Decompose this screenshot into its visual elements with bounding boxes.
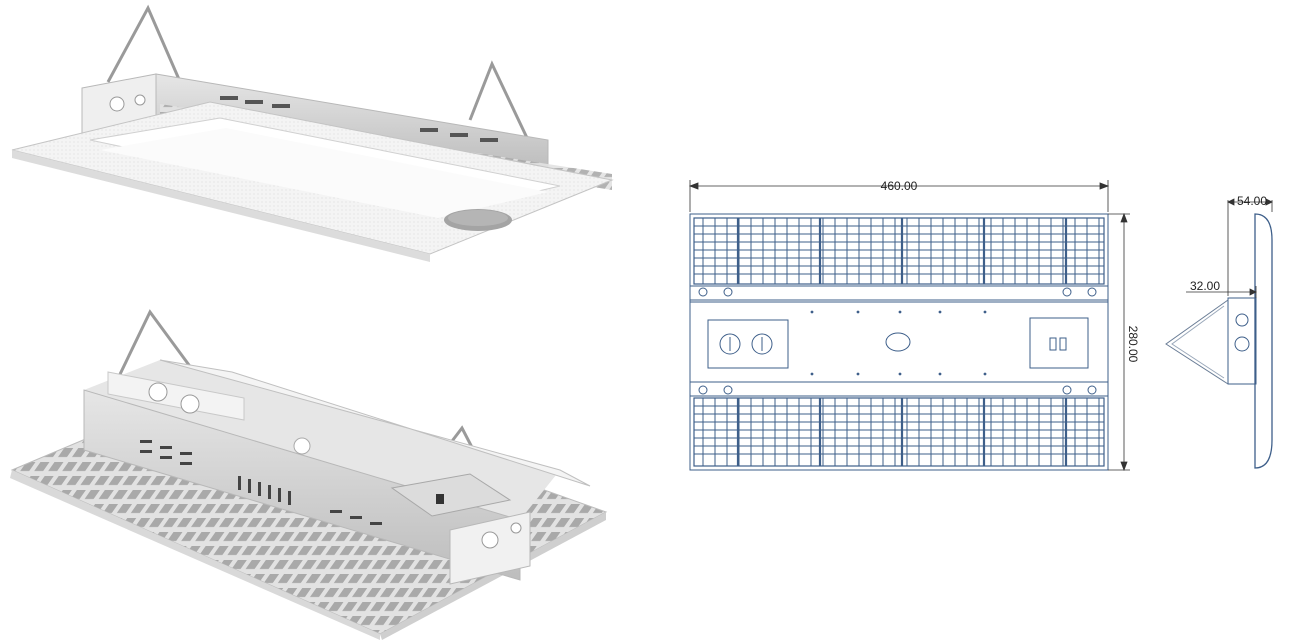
side-elevation-drawing bbox=[1165, 213, 1273, 469]
front-elevation-drawing bbox=[689, 213, 1109, 471]
render-bottom-view bbox=[10, 309, 608, 640]
height-dimension-label: 280.00 bbox=[1126, 326, 1140, 363]
dimension-lines-side bbox=[1186, 198, 1273, 298]
depth-dimension-label: 54.00 bbox=[1237, 194, 1267, 208]
bracket-dimension-label: 32.00 bbox=[1190, 279, 1220, 293]
upper-fin-grid bbox=[693, 217, 1105, 285]
render-top-view bbox=[11, 4, 614, 262]
width-dimension-label: 460.00 bbox=[881, 179, 918, 193]
lower-fin-grid bbox=[693, 397, 1105, 467]
dimension-lines-front bbox=[688, 180, 1130, 472]
